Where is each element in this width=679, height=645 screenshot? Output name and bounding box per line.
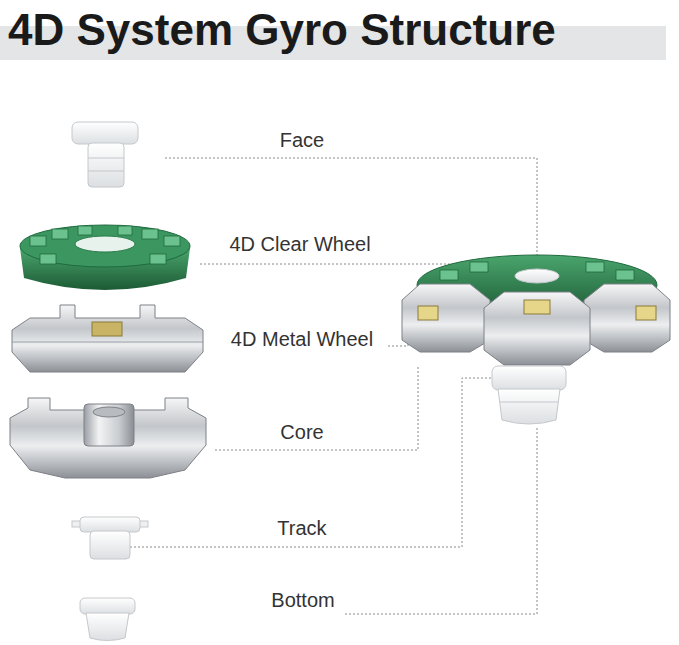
clear-wheel-part-shape-shape <box>40 254 56 264</box>
leader-lines-shape <box>165 158 537 272</box>
assembled-gyro-shape <box>524 300 550 314</box>
clear-wheel-part-shape <box>75 236 135 252</box>
bottom-part <box>80 598 135 641</box>
assembled-gyro-shape <box>584 284 670 352</box>
face-part-shape <box>88 158 124 159</box>
assembled-gyro-shape <box>498 389 560 424</box>
metal-wheel-part-shape <box>12 305 203 372</box>
assembled-gyro-shape-shape <box>586 262 604 272</box>
clear-wheel-part-shape-shape <box>78 226 92 235</box>
face-part-shape <box>72 122 138 144</box>
metal-wheel-part <box>12 305 203 372</box>
leader-lines <box>110 158 537 614</box>
face-part-shape <box>88 143 124 187</box>
assembled-gyro-shape-shape <box>470 262 488 272</box>
assembled-gyro-shape <box>402 284 490 352</box>
clear-wheel-part-shape-shape <box>30 236 46 246</box>
assembled-gyro-shape <box>500 402 558 403</box>
bottom-part-shape <box>80 598 135 614</box>
part-label: Face <box>280 130 324 150</box>
assembled-gyro-shape <box>492 366 566 390</box>
leader-lines-shape <box>215 366 418 450</box>
clear-wheel-part-shape-shape <box>142 229 158 239</box>
core-part <box>10 398 206 478</box>
assembled-gyro-shape <box>515 269 559 283</box>
core-part-shape <box>10 398 206 478</box>
part-label: Bottom <box>271 590 334 610</box>
clear-wheel-part-shape <box>20 225 190 267</box>
metal-wheel-part-shape <box>12 342 203 343</box>
core-part-shape <box>84 404 134 446</box>
assembled-gyro-shape-shape <box>616 270 634 280</box>
assembled-gyro <box>402 255 670 424</box>
track-part-shape <box>90 531 130 559</box>
leader-lines-shape <box>200 264 455 286</box>
part-label: Track <box>277 518 326 538</box>
assembled-gyro-shape <box>418 306 438 320</box>
assembled-gyro-shape-shape <box>440 270 458 280</box>
clear-wheel-part-shape-shape <box>118 226 132 235</box>
clear-wheel-part-shape-shape <box>150 254 166 264</box>
part-label: Core <box>280 422 323 442</box>
clear-wheel-part-shape-shape <box>164 236 180 246</box>
leader-lines-shape <box>345 428 537 614</box>
face-part <box>72 122 138 187</box>
clear-wheel-part-shape-shape <box>52 229 68 239</box>
assembled-gyro-shape <box>484 292 590 365</box>
part-label: 4D Clear Wheel <box>229 234 370 254</box>
face-part-shape <box>88 171 124 172</box>
track-part <box>72 517 148 559</box>
clear-wheel-part-shape <box>30 226 180 264</box>
diagram-title: 4D System Gyro Structure <box>8 8 556 52</box>
part-label: 4D Metal Wheel <box>231 329 373 349</box>
assembled-gyro-shape <box>636 306 656 320</box>
core-part-shape <box>93 407 125 417</box>
clear-wheel-part <box>20 225 190 290</box>
metal-wheel-part-shape <box>92 322 122 336</box>
track-part-shape <box>80 517 140 532</box>
bottom-part-shape <box>86 613 129 641</box>
